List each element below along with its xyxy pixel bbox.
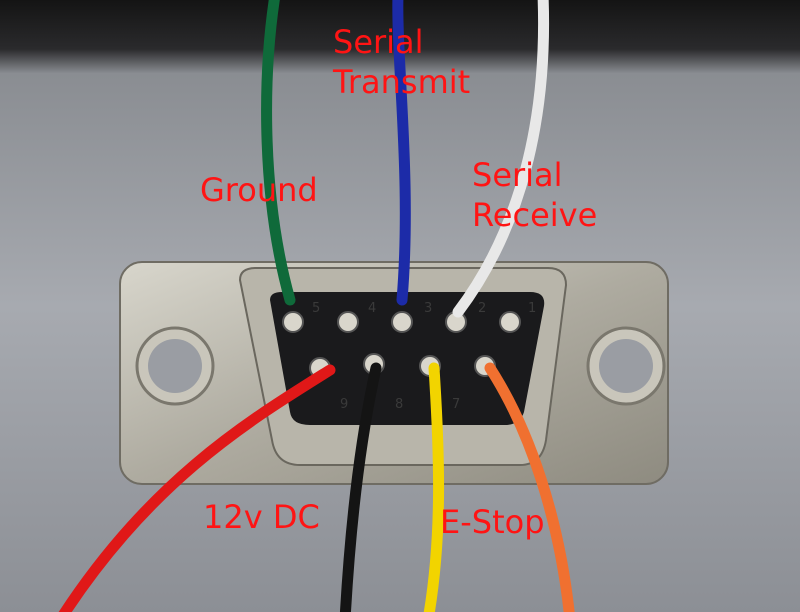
pin-number: 7 bbox=[452, 397, 460, 412]
label-ground: Ground bbox=[200, 171, 318, 209]
label-line: Receive bbox=[472, 196, 598, 234]
pin-number: 5 bbox=[312, 301, 320, 316]
hole-left-inner bbox=[148, 339, 202, 393]
label-line: Serial bbox=[333, 23, 424, 61]
pin-number: 8 bbox=[395, 397, 403, 412]
pin-number: 9 bbox=[340, 397, 348, 412]
pin-number: 2 bbox=[478, 301, 486, 316]
ground-wire bbox=[261, 0, 296, 306]
estop-wire bbox=[423, 362, 445, 612]
label-serial-transmit: Serial Transmit bbox=[333, 22, 470, 102]
receive-wire bbox=[452, 0, 550, 318]
hole-right-inner bbox=[599, 339, 653, 393]
label-estop: E-Stop bbox=[440, 503, 545, 541]
pin-number: 4 bbox=[368, 301, 376, 316]
label-12v-dc: 12v DC bbox=[203, 498, 320, 536]
label-line: Transmit bbox=[333, 63, 471, 101]
black-wire bbox=[339, 362, 382, 612]
label-line: Serial bbox=[472, 156, 563, 194]
transmit-wire bbox=[392, 0, 411, 306]
pin-number: 3 bbox=[424, 301, 432, 316]
orange-wire bbox=[484, 362, 575, 612]
label-serial-receive: Serial Receive bbox=[472, 155, 597, 235]
pin-number: 1 bbox=[528, 301, 536, 316]
power-wire bbox=[58, 364, 336, 612]
